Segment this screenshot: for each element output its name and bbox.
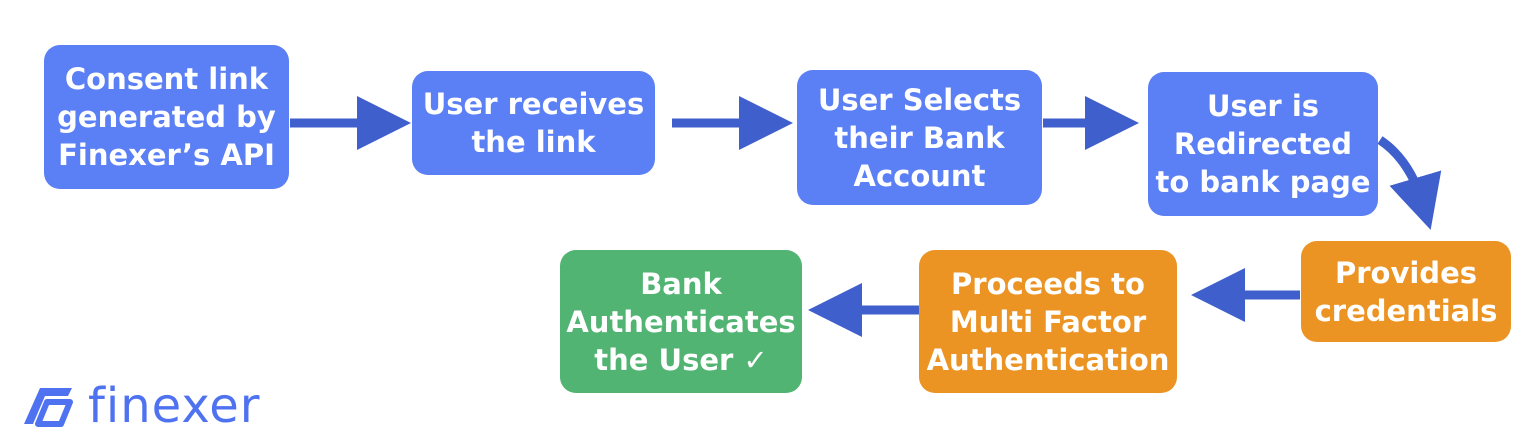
finexer-logo: finexer (16, 378, 261, 434)
step-consent-link: Consent link generated by Finexer’s API (44, 45, 289, 189)
arrow-step4-to-step5 (1377, 136, 1442, 230)
step-user-receives-link: User receives the link (412, 71, 655, 175)
step-user-redirected: User is Redirected to bank page (1148, 72, 1378, 216)
step-user-selects-bank: User Selects their Bank Account (797, 70, 1042, 205)
finexer-wordmark: finexer (88, 378, 261, 434)
step-multi-factor-auth: Proceeds to Multi Factor Authentication (919, 250, 1177, 393)
finexer-logo-icon (24, 388, 73, 427)
step-bank-authenticates: Bank Authenticates the User ✓ (560, 250, 802, 393)
step-provides-credentials: Provides credentials (1301, 241, 1511, 342)
